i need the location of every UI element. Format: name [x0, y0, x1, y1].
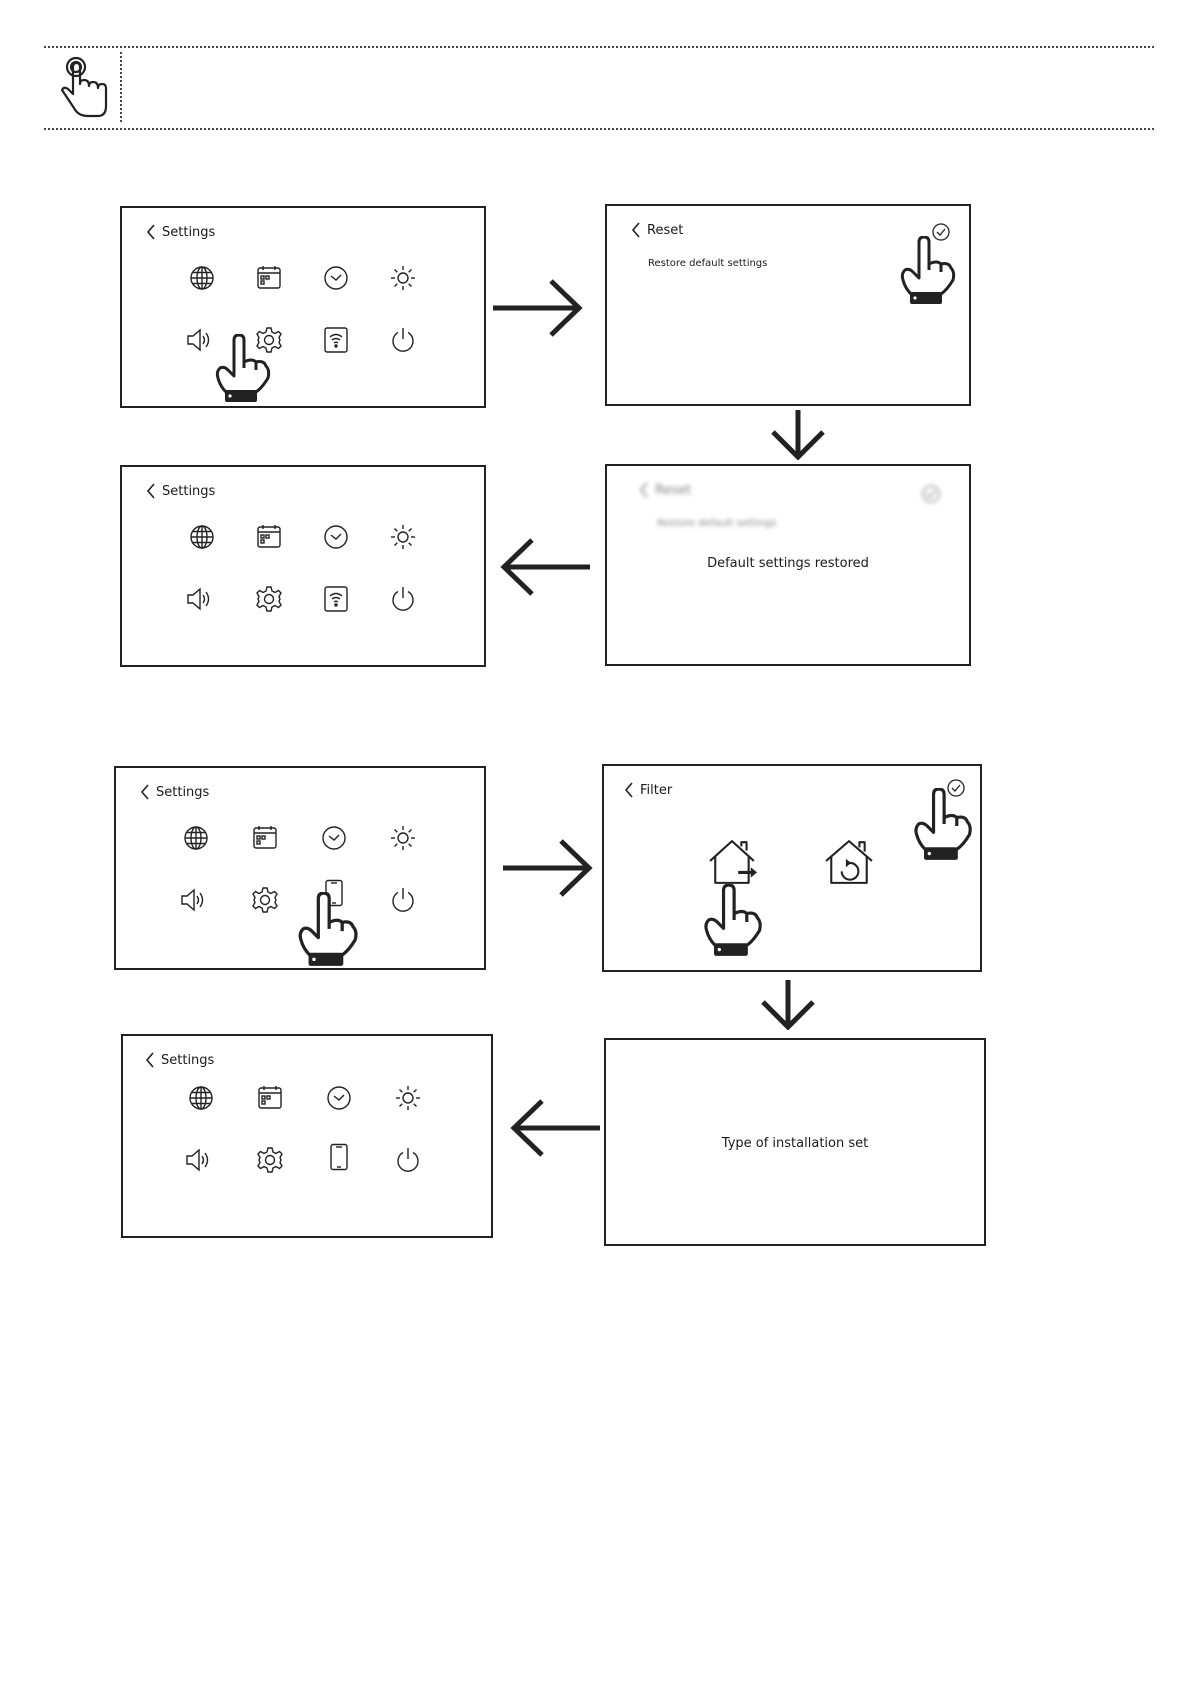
filter-step2-filter-screen: Filter [602, 764, 982, 972]
screen-header: Settings [146, 224, 215, 240]
wifi-icon[interactable] [322, 326, 350, 354]
brightness-icon[interactable] [394, 1084, 422, 1112]
house-exhaust-icon[interactable] [706, 838, 760, 886]
pointing-hand-icon [212, 334, 272, 404]
screen-header: Settings [145, 1052, 214, 1068]
chevron-left-icon[interactable] [146, 483, 156, 499]
clock-icon[interactable] [320, 824, 348, 852]
brightness-icon[interactable] [389, 824, 417, 852]
chevron-left-icon[interactable] [145, 1052, 155, 1068]
confirm-check-icon [921, 484, 941, 504]
reset-step4-settings-screen: Settings [120, 465, 486, 667]
pointing-hand-icon [700, 884, 764, 958]
calendar-icon[interactable] [255, 523, 283, 551]
calendar-icon[interactable] [255, 264, 283, 292]
speaker-icon[interactable] [185, 326, 213, 354]
screen-header: Reset [631, 222, 683, 238]
screen-title: Filter [640, 783, 672, 798]
reset-step2-reset-screen: Reset Restore default settings [605, 204, 971, 406]
arrow-down-icon [768, 410, 828, 460]
power-icon[interactable] [389, 886, 417, 914]
gear-icon[interactable] [251, 886, 279, 914]
pointing-hand-icon [897, 236, 957, 306]
house-recirculation-icon[interactable] [822, 838, 876, 886]
brightness-icon[interactable] [389, 523, 417, 551]
globe-icon[interactable] [187, 1084, 215, 1112]
header-bottom-rule [44, 128, 1154, 130]
blurred-header: Reset [639, 482, 691, 498]
filter-step1-settings-screen: Settings [114, 766, 486, 970]
globe-icon[interactable] [182, 824, 210, 852]
screen-title: Reset [647, 223, 683, 238]
header-divider [120, 52, 122, 122]
chevron-left-icon[interactable] [631, 222, 641, 238]
pointing-hand-icon [910, 788, 974, 862]
chevron-left-icon[interactable] [140, 784, 150, 800]
arrow-down-icon [758, 980, 818, 1030]
arrow-right-icon [493, 278, 583, 338]
wifi-icon[interactable] [322, 585, 350, 613]
restore-default-option[interactable]: Restore default settings [648, 258, 767, 269]
power-icon[interactable] [389, 326, 417, 354]
header-top-rule [44, 46, 1154, 48]
screen-title: Reset [655, 483, 691, 498]
power-icon[interactable] [394, 1146, 422, 1174]
globe-icon[interactable] [188, 264, 216, 292]
globe-icon[interactable] [188, 523, 216, 551]
touch-hand-icon [58, 56, 112, 120]
status-message: Type of installation set [606, 1136, 984, 1151]
arrow-left-icon [500, 537, 590, 597]
speaker-icon[interactable] [179, 886, 207, 914]
gear-icon[interactable] [255, 585, 283, 613]
screen-title: Settings [162, 225, 215, 240]
power-icon[interactable] [389, 585, 417, 613]
screen-title: Settings [161, 1053, 214, 1068]
clock-icon[interactable] [325, 1084, 353, 1112]
arrow-right-icon [503, 838, 593, 898]
chevron-left-icon [639, 482, 649, 498]
clock-icon[interactable] [322, 523, 350, 551]
filter-step4-settings-screen: Settings [121, 1034, 493, 1238]
filter-step3-installation-screen: Type of installation set [604, 1038, 986, 1246]
clock-icon[interactable] [322, 264, 350, 292]
screen-title: Settings [162, 484, 215, 499]
status-message: Default settings restored [607, 556, 969, 571]
speaker-icon[interactable] [185, 585, 213, 613]
calendar-icon[interactable] [251, 824, 279, 852]
pointing-hand-icon [294, 892, 360, 968]
calendar-icon[interactable] [256, 1084, 284, 1112]
screen-header: Settings [140, 784, 209, 800]
speaker-icon[interactable] [184, 1146, 212, 1174]
tablet-icon[interactable] [325, 1140, 353, 1174]
gear-icon[interactable] [256, 1146, 284, 1174]
brightness-icon[interactable] [389, 264, 417, 292]
chevron-left-icon[interactable] [624, 782, 634, 798]
screen-header: Filter [624, 782, 672, 798]
screen-header: Settings [146, 483, 215, 499]
blurred-option: Restore default settings [657, 518, 776, 529]
reset-step3-restored-screen: Reset Restore default settings Default s… [605, 464, 971, 666]
screen-title: Settings [156, 785, 209, 800]
chevron-left-icon[interactable] [146, 224, 156, 240]
arrow-left-icon [510, 1098, 600, 1158]
reset-step1-settings-screen: Settings [120, 206, 486, 408]
